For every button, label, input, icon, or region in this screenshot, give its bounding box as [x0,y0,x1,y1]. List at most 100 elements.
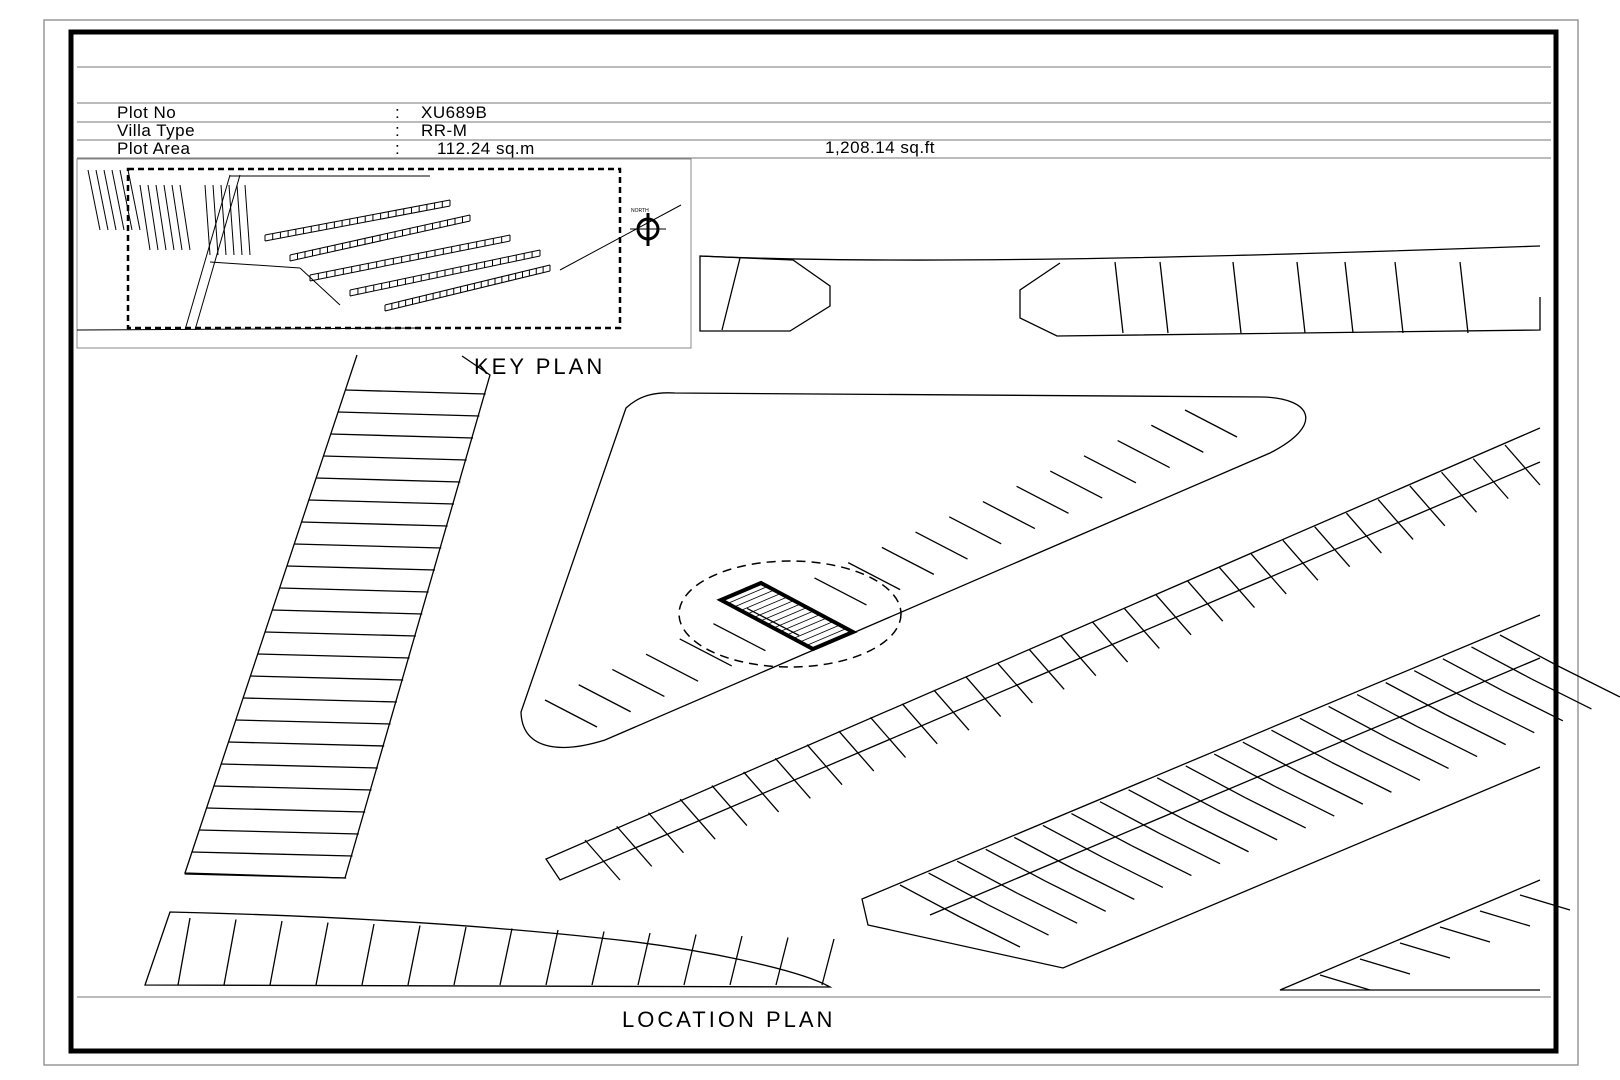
plot-line [1071,812,1132,847]
plot-line [1394,261,1404,334]
plot-line [1159,833,1221,865]
plot-line [1459,261,1469,334]
plot-line [1013,836,1075,870]
plot-line [584,839,621,881]
plot-line [1273,785,1335,817]
plot-line [330,433,474,439]
plot-line [899,884,961,918]
plot-line [1473,702,1535,734]
plot-line [1045,880,1107,912]
key-plan-road [209,261,301,269]
plot-line [1399,942,1451,959]
plot-line [988,904,1049,936]
key-plan-road [179,184,191,251]
plot-line [206,807,366,813]
key-plan-road [204,184,211,256]
key-plan-road [163,184,175,251]
plot-line [1242,741,1304,775]
plot-line [1060,635,1097,677]
plot-line [1388,737,1449,770]
key-plan-road [155,184,167,251]
diag-strip-1 [545,427,1541,881]
plot-line [713,623,766,652]
plot-line [1439,926,1491,943]
plot-line [1232,261,1242,334]
plot-line [1356,693,1418,728]
key-plan-road [228,184,235,256]
selected-plot [678,560,902,668]
plot-line [1185,765,1247,799]
plot-line [1184,409,1238,438]
plot-line [838,730,875,772]
plot-line [1296,261,1306,334]
plot-line [1049,470,1103,499]
plot-line [257,653,410,659]
plot-line [1155,594,1192,636]
hatch-line [753,600,795,618]
key-plan-road [139,184,151,251]
plot-line [683,934,697,986]
key-plan-road [299,267,341,306]
plot-line [959,916,1021,948]
hatch-line [747,596,788,615]
plot-line [223,919,237,986]
top-block-b [1019,262,1541,337]
plot-line [1250,553,1287,595]
plot-line [272,609,423,615]
plot-line [1156,777,1218,811]
plot-line [1187,580,1224,622]
plot-line [1245,797,1307,829]
plot-line [1559,666,1620,698]
plot-line [361,923,375,986]
outer-frame [43,19,1579,1066]
plot-line [721,257,741,331]
north-label: NORTH [631,208,649,214]
plot-line [453,926,467,986]
villa-type-sep: : [395,121,401,140]
plot-line [982,501,1036,530]
key-plan-road [111,169,125,231]
plot-line [544,699,598,728]
plot-line [1218,567,1255,609]
plot-line [1282,539,1319,581]
plot-line [1472,458,1509,500]
triangle-block [520,392,1307,749]
plot-line [1479,910,1531,927]
key-plan-road [194,174,241,331]
plot-line [1073,868,1135,900]
key-plan-road [95,169,109,231]
diag-strip-2 [861,614,1541,969]
plot-line [323,455,467,461]
plot-line [1092,621,1129,663]
plot-line [847,562,901,591]
top-block-a [699,255,831,332]
plot-line [645,653,699,682]
plot-line [1128,789,1189,823]
plot-line [1385,682,1447,716]
plot-line [965,676,1002,717]
plot-line [407,925,421,986]
plot-line [1409,485,1446,527]
plot-line [881,546,935,575]
hatch-line [786,617,827,636]
plot-line [679,638,733,667]
plot-line [1359,749,1421,781]
plot-line [1216,809,1278,841]
hatch-line [806,628,847,646]
plot-line [1151,424,1204,453]
plot-line [1131,844,1192,877]
north-arrow-icon [559,204,682,271]
plot-line [250,675,404,681]
plot-line [1471,646,1532,680]
plot-line [1319,974,1371,991]
plot-line [1377,499,1414,540]
plot-line [806,744,843,786]
plot-line [545,929,559,986]
plot-line [814,577,867,606]
plot-line [1314,526,1351,568]
plot-line [948,516,1002,545]
plot-line [1299,717,1361,751]
plot-line [1344,261,1354,334]
plot-no-value: XU689B [421,103,488,122]
plot-line [743,771,780,813]
